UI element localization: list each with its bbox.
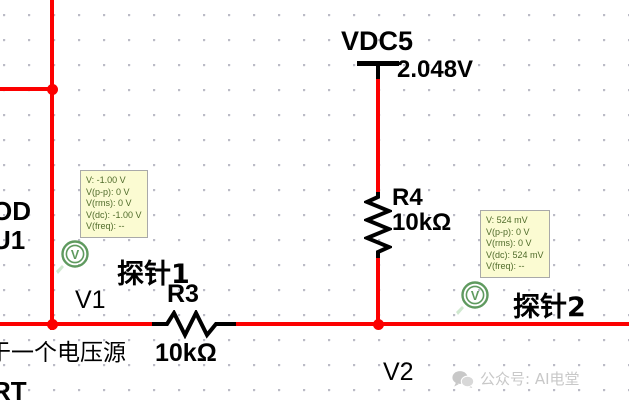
voltage-probe-icon-1[interactable]: V xyxy=(56,240,90,274)
probe-2-readout-vrms: V(rms): 0 V xyxy=(486,238,532,248)
junction-node-left-top[interactable] xyxy=(47,84,58,95)
svg-text:V: V xyxy=(471,289,480,303)
r4-value-label: 10kΩ xyxy=(392,209,452,236)
junction-node-v1[interactable] xyxy=(47,319,58,330)
r3-value-label: 10kΩ xyxy=(155,339,217,367)
probe-2-readout-vfreq: V(freq): -- xyxy=(486,261,525,271)
source-value-label: 2.048V xyxy=(397,56,474,83)
resistor-r3-symbol[interactable] xyxy=(152,310,236,339)
probe-1-label: 探针1 xyxy=(117,259,190,290)
svg-text:V: V xyxy=(71,248,80,262)
probe-2-readout-vpp: V(p-p): 0 V xyxy=(486,226,530,237)
watermark: 公众号: AI电堂 xyxy=(452,368,580,389)
resistor-r4-symbol[interactable] xyxy=(364,192,392,258)
clipped-label-od: OD xyxy=(0,196,31,226)
probe-1-readout-v: V: -1.00 V xyxy=(86,175,126,185)
wire-bottom-left-segment[interactable] xyxy=(0,322,155,326)
watermark-text: 公众号: AI电堂 xyxy=(480,370,580,388)
wire-bottom-right-segment[interactable] xyxy=(232,322,629,326)
probe-2-label: 探针2 xyxy=(513,292,586,323)
wire-left-branch[interactable] xyxy=(0,87,53,91)
wire-r4-to-node-v2[interactable] xyxy=(376,256,380,324)
clipped-label-rt: RT xyxy=(0,376,27,405)
junction-node-v2[interactable] xyxy=(373,319,384,330)
voltage-probe-icon-2[interactable]: V xyxy=(456,281,490,315)
net-label-v2: V2 xyxy=(383,358,414,386)
clipped-label-cn-note: 于一个电压源 xyxy=(0,340,126,366)
probe-2-readout-v: V: 524 mV xyxy=(486,215,528,225)
probe-1-readout-vdc: V(dc): -1.00 V xyxy=(86,209,142,220)
probe-2-readout-tooltip: V: 524 mV V(p-p): 0 V V(rms): 0 V V(dc):… xyxy=(480,210,550,278)
source-name-label: VDC5 xyxy=(341,26,414,56)
net-label-v1: V1 xyxy=(75,286,106,314)
probe-2-readout-vdc: V(dc): 524 mV xyxy=(486,249,544,260)
wire-left-vertical[interactable] xyxy=(50,0,54,330)
r4-ref-label: R4 xyxy=(392,184,423,211)
source-terminal-stem[interactable] xyxy=(376,61,380,79)
r3-ref-label: R3 xyxy=(167,280,199,308)
probe-1-readout-vfreq: V(freq): -- xyxy=(86,221,125,231)
wechat-icon xyxy=(452,370,474,388)
clipped-label-u1: U1 xyxy=(0,225,26,255)
probe-1-readout-vrms: V(rms): 0 V xyxy=(86,198,132,208)
wire-source-to-r4[interactable] xyxy=(376,72,380,194)
probe-1-readout-vpp: V(p-p): 0 V xyxy=(86,186,130,197)
probe-1-readout-tooltip: V: -1.00 V V(p-p): 0 V V(rms): 0 V V(dc)… xyxy=(80,170,148,238)
